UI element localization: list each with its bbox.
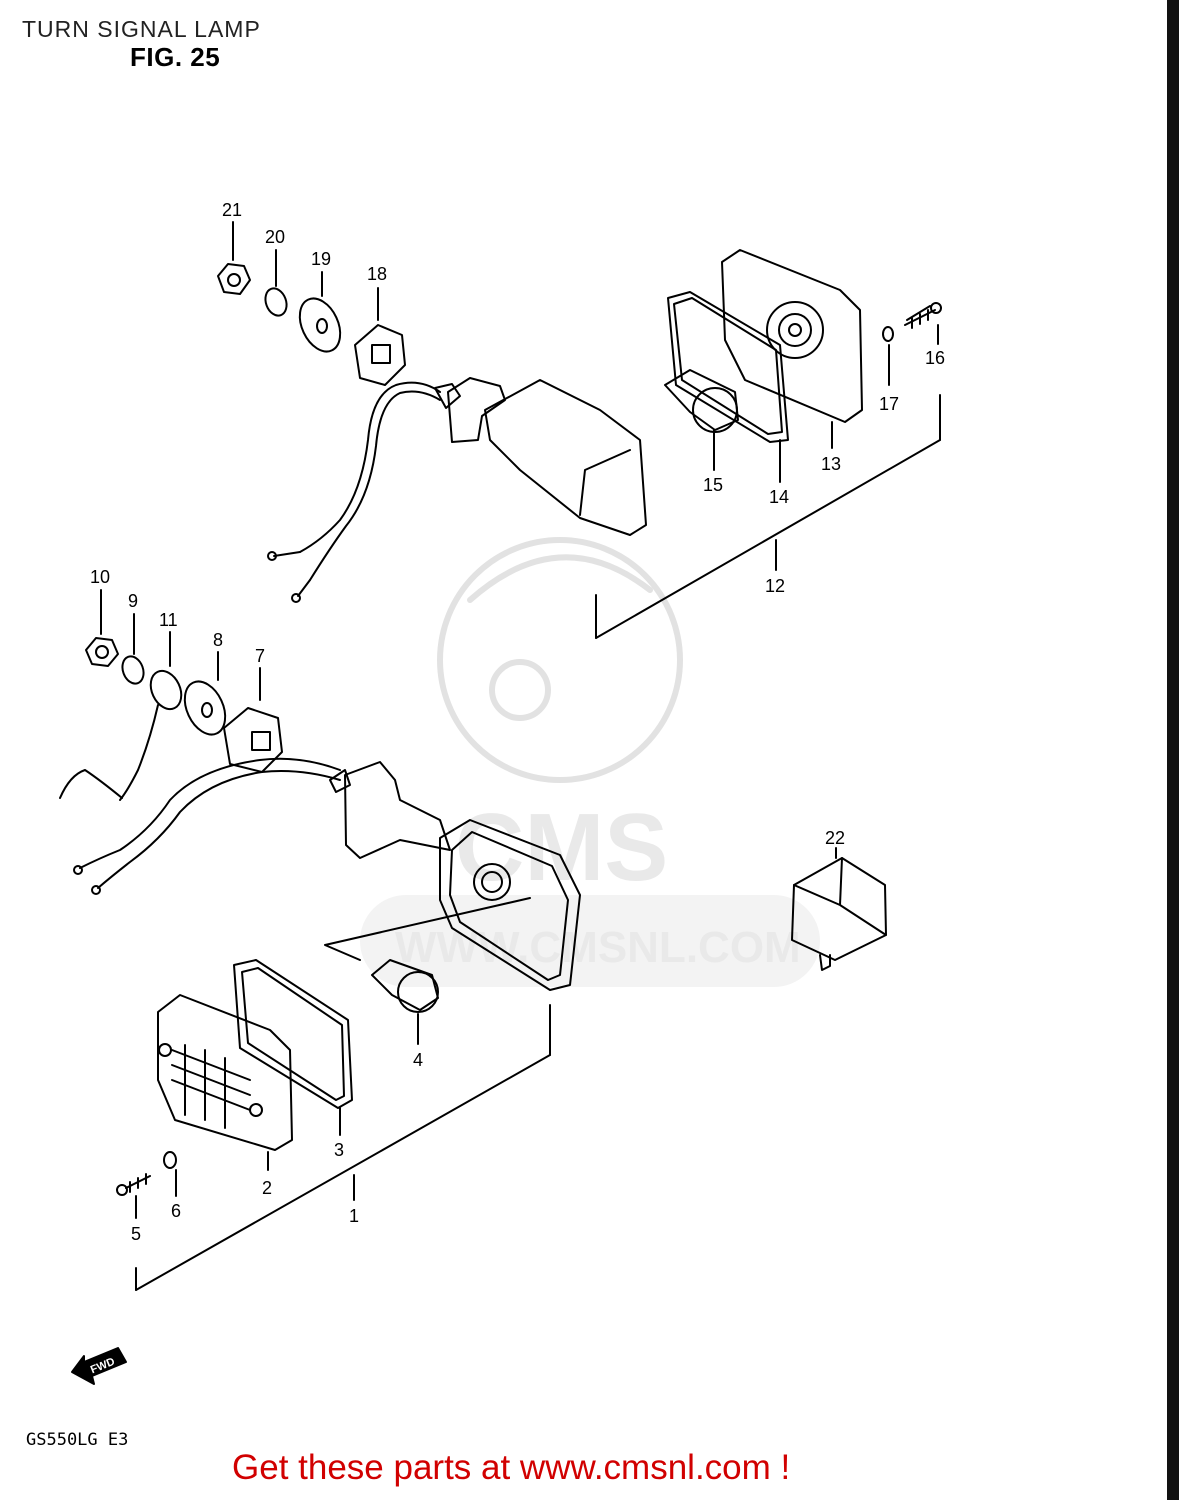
callout-4: 4 xyxy=(413,1050,423,1070)
callout-10: 10 xyxy=(90,567,110,587)
part-2-lens xyxy=(157,994,293,1171)
cms-watermark xyxy=(360,537,820,987)
callout-18: 18 xyxy=(367,264,387,284)
callout-6: 6 xyxy=(171,1201,181,1221)
watermark-mascot-eye xyxy=(489,659,551,721)
part-16-screw xyxy=(904,302,942,345)
page-edge-border xyxy=(1167,0,1179,1500)
order-link[interactable]: Get these parts at www.cmsnl.com ! xyxy=(232,1448,791,1487)
watermark-url-band xyxy=(360,895,820,987)
callout-22: 22 xyxy=(825,828,845,848)
part-3-gasket xyxy=(233,959,353,1136)
part-20-lock-washer xyxy=(264,249,288,317)
callout-11: 11 xyxy=(159,610,178,630)
part-7-grommet xyxy=(223,667,283,773)
watermark-mascot-head xyxy=(437,537,683,783)
part-12-upper-lamp-body xyxy=(267,377,647,603)
part-11-ground-lead xyxy=(59,631,183,801)
part-1-lower-lamp-body xyxy=(73,757,581,991)
callout-2: 2 xyxy=(262,1178,272,1198)
part-1-group-bracket xyxy=(135,1004,551,1291)
part-19-washer xyxy=(298,271,342,353)
part-4-bulb xyxy=(371,959,439,1045)
callout-5: 5 xyxy=(131,1224,141,1244)
callout-14: 14 xyxy=(769,487,789,507)
part-15-bulb xyxy=(664,369,739,471)
part-9-lock-washer xyxy=(121,613,145,685)
figure-number: FIG. 25 xyxy=(130,42,221,72)
model-code: GS550LG E3 xyxy=(26,1430,129,1450)
callout-19: 19 xyxy=(311,249,331,269)
part-18-grommet xyxy=(354,287,406,386)
page-title: TURN SIGNAL LAMP xyxy=(22,16,261,42)
callout-12: 12 xyxy=(765,576,785,596)
callout-1: 1 xyxy=(349,1206,359,1226)
callout-9: 9 xyxy=(128,591,138,611)
callout-8: 8 xyxy=(213,630,223,650)
watermark-mascot-goggles xyxy=(467,554,653,603)
part-21-nut xyxy=(217,221,251,295)
callout-16: 16 xyxy=(925,348,945,368)
part-10-nut xyxy=(85,589,119,667)
part-22-turn-signal-relay xyxy=(791,847,887,971)
part-6-washer xyxy=(163,1151,177,1197)
watermark-logo-text: CMS xyxy=(455,794,668,901)
callout-17: 17 xyxy=(879,394,899,414)
part-8-washer xyxy=(183,651,227,736)
callout-15: 15 xyxy=(703,475,723,495)
callout-13: 13 xyxy=(821,454,841,474)
part-13-lens xyxy=(721,249,863,449)
part-14-gasket xyxy=(667,291,789,483)
part-17-washer xyxy=(882,326,894,386)
callout-21: 21 xyxy=(222,200,242,220)
callout-20: 20 xyxy=(265,227,285,247)
part-number-callouts: 21 20 19 18 16 17 13 14 15 12 10 9 11 8 … xyxy=(90,200,945,1244)
callout-7: 7 xyxy=(255,646,265,666)
fwd-arrow-icon xyxy=(71,1347,127,1385)
part-12-group-bracket xyxy=(595,394,941,639)
watermark-url-text: WWW.CMSNL.COM xyxy=(395,923,801,972)
part-5-screw xyxy=(116,1173,151,1219)
callout-3: 3 xyxy=(334,1140,344,1160)
